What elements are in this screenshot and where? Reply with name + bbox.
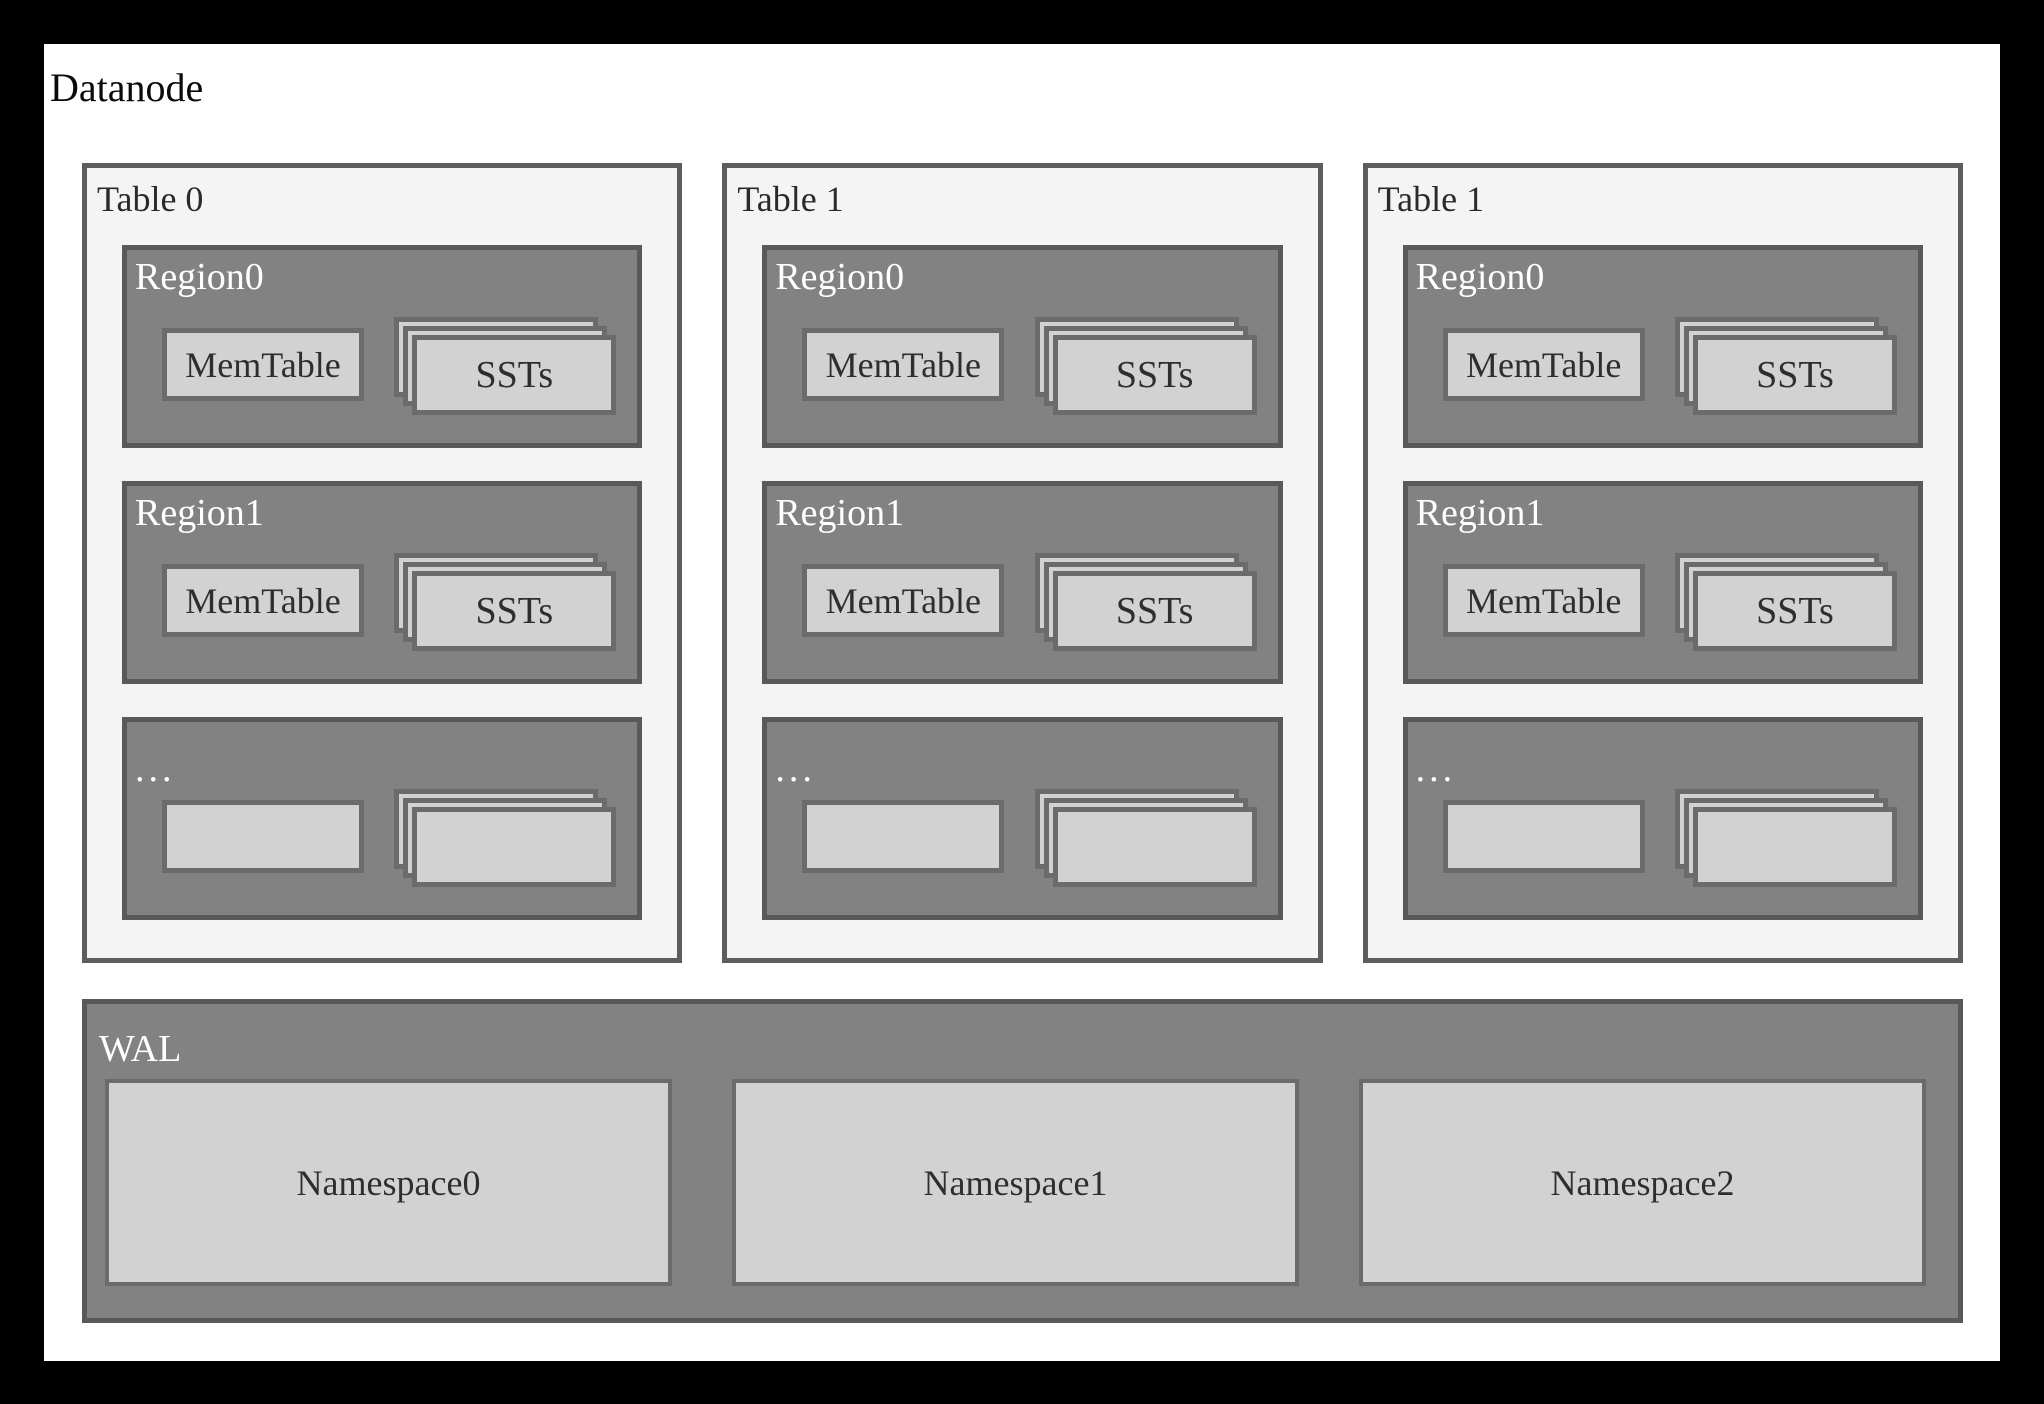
region-box-more: ... — [762, 717, 1283, 920]
datanode-panel: Datanode Table 0 Region0 MemTable SSTs R… — [44, 44, 2000, 1361]
region-box: Region0 MemTable SSTs — [762, 245, 1283, 448]
region-box-more: ... — [1402, 717, 1923, 920]
sst-sheet-front: SSTs — [1692, 571, 1897, 651]
sst-sheet-front — [1052, 807, 1257, 887]
table-box-0: Table 0 Region0 MemTable SSTs Region1 Me… — [82, 163, 683, 963]
ssts-stack-empty — [1034, 789, 1258, 888]
ssts-stack-empty — [394, 789, 617, 888]
page-title: Datanode — [50, 65, 204, 110]
memtable-box-empty — [1442, 800, 1645, 873]
sst-sheet-front — [412, 807, 617, 887]
ssts-stack-empty — [1674, 789, 1898, 888]
region-label: Region0 — [1415, 256, 1545, 298]
table-label: Table 1 — [1377, 179, 1485, 219]
tables-row: Table 0 Region0 MemTable SSTs Region1 Me… — [82, 163, 1963, 963]
memtable-box: MemTable — [802, 328, 1005, 401]
memtable-box: MemTable — [162, 328, 364, 401]
memtable-box: MemTable — [162, 564, 364, 637]
ssts-stack: SSTs — [1034, 317, 1258, 416]
table-box-1: Table 1 Region0 MemTable SSTs Region1 Me… — [722, 163, 1323, 963]
ssts-stack: SSTs — [1674, 317, 1898, 416]
region-box-more: ... — [122, 717, 643, 920]
table-label: Table 0 — [97, 179, 204, 219]
namespace-box-0: Namespace0 — [105, 1079, 672, 1286]
wal-box: WAL Namespace0 Namespace1 Namespace2 — [82, 999, 1963, 1323]
region-label: Region0 — [775, 256, 905, 298]
region-box: Region0 MemTable SSTs — [1402, 245, 1923, 448]
table-label: Table 1 — [737, 179, 844, 219]
memtable-box-empty — [802, 800, 1005, 873]
namespace-box-2: Namespace2 — [1359, 1079, 1926, 1286]
wal-label: WAL — [99, 1028, 182, 1070]
region-box: Region1 MemTable SSTs — [1402, 481, 1923, 684]
memtable-box: MemTable — [802, 564, 1005, 637]
sst-sheet-front: SSTs — [412, 335, 617, 415]
memtable-box: MemTable — [1442, 328, 1645, 401]
sst-sheet-front: SSTs — [1692, 335, 1897, 415]
region-label: Region0 — [135, 256, 264, 298]
ssts-stack: SSTs — [1034, 553, 1258, 652]
region-label: Region1 — [775, 492, 905, 534]
region-box: Region1 MemTable SSTs — [762, 481, 1283, 684]
sst-sheet-front — [1692, 807, 1897, 887]
sst-sheet-front: SSTs — [1052, 335, 1257, 415]
region-ellipsis: ... — [1415, 748, 1457, 790]
memtable-box: MemTable — [1442, 564, 1645, 637]
region-box: Region0 MemTable SSTs — [122, 245, 643, 448]
ssts-stack: SSTs — [394, 317, 617, 416]
sst-sheet-front: SSTs — [412, 571, 617, 651]
memtable-box-empty — [162, 800, 364, 873]
ssts-stack: SSTs — [1674, 553, 1898, 652]
sst-sheet-front: SSTs — [1052, 571, 1257, 651]
region-box: Region1 MemTable SSTs — [122, 481, 643, 684]
region-ellipsis: ... — [135, 748, 176, 790]
region-label: Region1 — [1415, 492, 1545, 534]
region-ellipsis: ... — [775, 748, 816, 790]
namespace-row: Namespace0 Namespace1 Namespace2 — [105, 1079, 1926, 1286]
namespace-box-1: Namespace1 — [732, 1079, 1299, 1286]
table-box-2: Table 1 Region0 MemTable SSTs Region1 Me… — [1362, 163, 1963, 963]
region-label: Region1 — [135, 492, 264, 534]
ssts-stack: SSTs — [394, 553, 617, 652]
